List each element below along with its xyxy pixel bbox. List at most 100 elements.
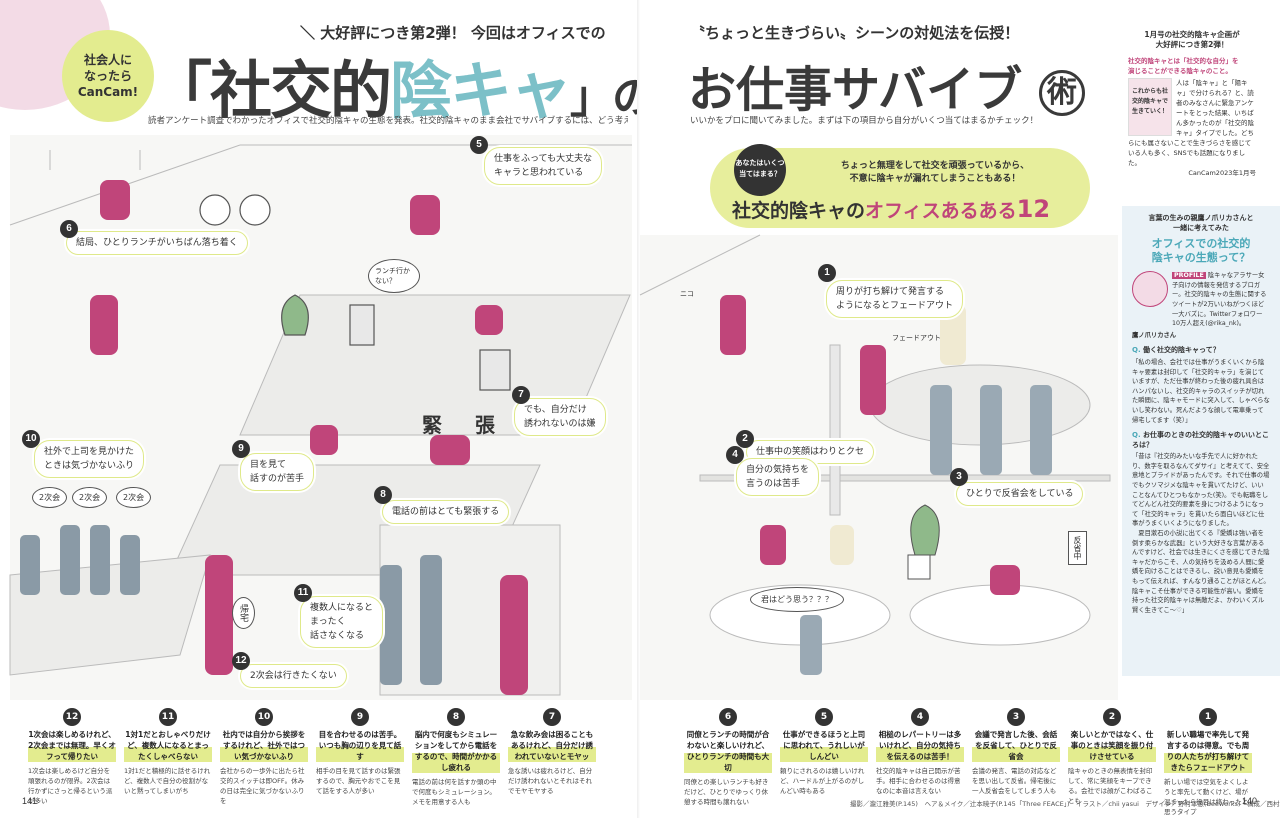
footer-body: 電話の前は何を話すか頭の中で何度もシミュレーション。メモを用意する人も [412, 778, 497, 806]
right-page: 〝ちょっと生きづらい〟シーンの対処法を伝授！ お仕事サバイブ 術 いいかをプロに… [639, 0, 1280, 818]
footer-body: 1次会は楽しめるけど自分を頑張れるのが限界。2次会は行かずにさっと帰るという派が… [28, 767, 113, 805]
footer-body: 1対1だと積極的に話せるけれど、複数人で自分の役割がないと黙ってしまいがち [124, 767, 211, 795]
footer-body: 会社からの一歩外に出たら社交的スイッチは即OFF。休みの日は完全に気づかないふり… [220, 767, 305, 805]
bubble-number: 10 [22, 430, 40, 448]
check-badge: あなたはいくつ当てはまる？ [734, 144, 786, 196]
footer-heading: 楽しいとかではなく、仕事のときは笑顔を振り付けさせている [1068, 729, 1156, 762]
footer-number: 2 [1103, 708, 1121, 726]
footer-number: 12 [63, 708, 81, 726]
title-part-a: 「社交的 [150, 54, 392, 127]
kicker: ＼ 大好評につき第2弾！ 今回はオフィスでの [300, 24, 606, 42]
footer-body: 社交的陰キャは自己開示が苦手。相手に合わせるのは得意なのに本音は言えない [876, 767, 961, 795]
expert-profile: PROFILE 陰キャなアラサー女子向けの情報を発信するブロガー。社交的陰キャの… [1132, 271, 1270, 329]
bubble-number: 1 [818, 264, 836, 282]
footer-heading: 仕事ができるほうと上司に思われて、うれしいがしんどい [780, 729, 868, 762]
footer-heading: 1対1だとおしゃべりだけど、複数人になるとまったくしゃべらない [124, 729, 212, 762]
title-text: お仕事サバイブ [688, 62, 1023, 118]
bubble-number: 2 [736, 430, 754, 448]
bubble-text: 結局、ひとりランチがいちばん落ち着く [66, 231, 248, 255]
footer-body: 陰キャのときの無表情を封印して、常に笑顔をキープできる。会社では顔がこわばること… [1068, 767, 1153, 805]
page-number: 141 [22, 796, 38, 806]
footer-heading: 相槌のレパートリーは多いけれど、自分の気持ちを伝えるのは苦手！ [876, 729, 964, 762]
footer-item-6: 6 同僚とランチの時間が合わないと楽しいけれど、ひとりランチの時間も大切 同僚と… [684, 708, 772, 807]
title-part-b: 陰キャ [390, 54, 572, 127]
footer-item-4: 4 相槌のレパートリーは多いけれど、自分の気持ちを伝えるのは苦手！ 社交的陰キャ… [876, 708, 964, 796]
expert-sidebar: 言葉の生みの親鷹ノ爪リカさんと 一緒に考えてみた オフィスでの社交的 陰キャの生… [1122, 206, 1280, 676]
footer-item-2: 2 楽しいとかではなく、仕事のときは笑顔を振り付けさせている 陰キャのときの無表… [1068, 708, 1156, 806]
bubble-text: ひとりで反省会をしている [956, 482, 1084, 506]
bubble-number: 9 [232, 440, 250, 458]
lead-text: いいかをプロに聞いてみました。まずは下の項目から自分がいくつ当てはまるかチェック… [690, 116, 1039, 126]
footer-number: 9 [351, 708, 369, 726]
bubble-number: 3 [950, 468, 968, 486]
kicker: 〝ちょっと生きづらい〟シーンの対処法を伝授！ [690, 24, 1020, 42]
footer-body: 会議の発言、電話の対応などを思い出して反省。帰宅後に一人反省会をしてしまう人も [972, 767, 1057, 795]
footer-item-7: 7 急な飲み会は困ることもあるけれど、自分だけ誘われていないとモヤッ 急な誘いは… [508, 708, 596, 796]
expert-head: 言葉の生みの親鷹ノ爪リカさんと 一緒に考えてみた [1148, 214, 1254, 232]
bubble-text: 社外で上司を見かけた ときは気づかないふり [34, 440, 145, 478]
promo-caption: 社交的陰キャとは「社交的な自分」を 演じることができる陰キャのこと。 [1128, 57, 1239, 75]
bubble-number: 6 [60, 220, 78, 238]
footer-heading: 急な飲み会は困ることもあるけれど、自分だけ誘われていないとモヤッ [508, 729, 596, 762]
footer-item-12: 12 1次会は楽しめるけれど、2次会までは無理。早くオフって帰りたい 1次会は楽… [28, 708, 116, 806]
expert-name: 鷹ノ爪リカさん [1132, 331, 1177, 339]
footer-body: 頼りにされるのは嬉しいけれど、ハードルが上がるのがしんどい時もある [780, 767, 865, 795]
footer-number: 1 [1199, 708, 1217, 726]
expert-title: オフィスでの社交的 陰キャの生態って？ [1151, 237, 1251, 265]
footer-item-10: 10 社内では自分から挨拶をするけれど、社外ではつい気づかないふり 会社からの一… [220, 708, 308, 806]
page-title: お仕事サバイブ 術 [688, 50, 1085, 120]
promo-cover-text: これからも社交的陰キャで生きていく！ [1131, 88, 1168, 115]
q2-text: お仕事のときの社交的陰キャのいいところは？ [1132, 431, 1270, 449]
lunch-bubble: ランチ行かない？ [368, 259, 420, 293]
a2: 「昔は『社交的みたいな手先で人に好かれたり、数字を取るなんてダサイ』と考えてて、… [1132, 453, 1270, 614]
q1: Q. 働く社交的陰キャって？ [1132, 346, 1220, 355]
check-title-b: オフィスあるある [865, 200, 1017, 222]
meeting-scene-lines [639, 234, 1111, 675]
footer-heading: 1次会は楽しめるけれど、2次会までは無理。早くオフって帰りたい [28, 729, 116, 762]
check-title-a: 社交的陰キャの [732, 200, 866, 222]
footer-body: 相手の目を見て話すのは緊張するので、胸元やおでこを見て話をする人が多い [316, 767, 401, 795]
cancam-badge: 社会人に なったら CanCam! [62, 30, 154, 122]
bubble-text: 目を見て 話すのが苦手 [240, 453, 315, 491]
bubble-number: 4 [726, 446, 744, 464]
left-page: 社会人に なったら CanCam! ＼ 大好評につき第2弾！ 今回はオフィスでの… [0, 0, 657, 807]
bubble-number: 7 [512, 386, 530, 404]
hanseikai-sign: 反省中 [1068, 531, 1087, 565]
footer-heading: 目を合わせるのは苦手。いつも胸の辺りを見て話す [316, 729, 404, 762]
footer-heading: 同僚とランチの時間が合わないと楽しいけれど、ひとりランチの時間も大切 [684, 729, 772, 773]
footer-item-1: 1 新しい職場で率先して発言するのは得意。でも周りの人たちが打ち解けてきたらフェ… [1164, 708, 1252, 817]
check-title-num: 12 [1016, 195, 1051, 223]
bubble-text: 電話の前はとても緊張する [382, 500, 510, 524]
nijikai-sign: 2次会 [32, 487, 68, 508]
kimi-bubble: 君はどう思う？？？ [750, 587, 844, 612]
promo-source: CanCam2023年1月号 [1188, 169, 1256, 177]
niko-label: ニコ [680, 290, 694, 298]
bubble-text: 周りが打ち解けて発言する ようになるとフェードアウト [826, 280, 964, 318]
bubble-text: でも、自分だけ 誘われないのは嫌 [514, 398, 606, 436]
footer-number: 4 [911, 708, 929, 726]
footer-number: 7 [543, 708, 561, 726]
bubble-text: 仕事をふっても大丈夫な キャラと思われている [484, 147, 603, 185]
footer-body: 同僚との楽しいランチも好きだけど、ひとりでゆっくり休憩する時間も譲れない [684, 778, 769, 806]
check-lead: ちょっと無理をして社交を頑張っているから、 不意に陰キャが漏れてしまうこともある… [840, 161, 1030, 184]
bubble-text: 複数人になると まったく 話さなくなる [300, 596, 384, 648]
promo-heading: 1月号の社交的陰キャ企画が 大好評につき第2弾！ [1144, 30, 1240, 49]
footer-body: 急な誘いは疲れるけど、自分だけ誘われないとそれはそれでモヤモヤする [508, 767, 593, 795]
nijikai-sign: 2次会 [116, 487, 152, 508]
footer-item-8: 8 脳内で何度もシミュレーションをしてから電話をするので、時間がかかるし疲れる … [412, 708, 500, 807]
kin-label: 緊 [422, 413, 442, 437]
page-number: 140 [1242, 796, 1258, 806]
footer-item-5: 5 仕事ができるほうと上司に思われて、うれしいがしんどい 頼りにされるのは嬉しい… [780, 708, 868, 796]
footer-number: 5 [815, 708, 833, 726]
footer-heading: 社内では自分から挨拶をするけれど、社外ではつい気づかないふり [220, 729, 308, 762]
check-title: 社交的陰キャのオフィスあるある12 [732, 195, 1050, 223]
lead-text: 読者アンケート調査でわかったオフィスで社交的陰キャの生態を発表。社交的陰キャのま… [148, 116, 628, 126]
footer-item-3: 3 会議で発言した後、会話を反省して、ひとりで反省会 会議の発言、電話の対応など… [972, 708, 1060, 796]
expert-avatar [1132, 271, 1168, 308]
promo-cover: これからも社交的陰キャで生きていく！ [1128, 78, 1172, 136]
cho-label: 張 [475, 413, 495, 437]
footer-number: 11 [159, 708, 177, 726]
footer-heading: 会議で発言した後、会話を反省して、ひとりで反省会 [972, 729, 1060, 762]
bubble-number: 12 [232, 652, 250, 670]
bubble-text: 自分の気持ちを 言うのは苦手 [736, 458, 820, 496]
